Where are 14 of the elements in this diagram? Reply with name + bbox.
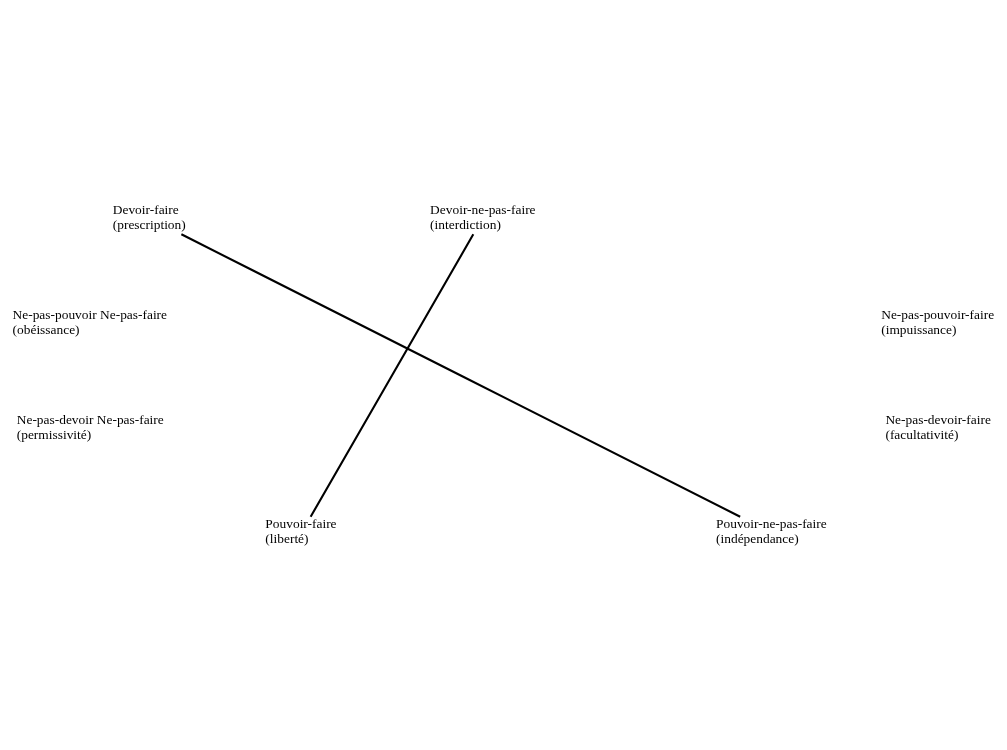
label: (permissivité)	[16, 426, 92, 442]
node-text: Pouvoir-faire (liberté)	[265, 515, 337, 546]
label: Ne-pas-devoir-faire	[885, 411, 991, 427]
connector	[180, 232, 741, 518]
label: Ne-pas-devoir Ne-pas-faire	[16, 411, 164, 427]
label: (obéissance)	[12, 321, 80, 337]
label: (impuissance)	[881, 321, 957, 337]
label: Ne-pas-pouvoir-faire	[881, 306, 995, 322]
label: Ne-pas-pouvoir Ne-pas-faire	[12, 306, 168, 322]
label: (facultativité)	[885, 426, 959, 442]
node-text: Pouvoir-ne-pas-faire (indépendance)	[716, 515, 827, 546]
node-text: Devoir-ne-pas-faire (interdiction)	[430, 201, 536, 232]
connector	[309, 233, 475, 517]
node-text: Devoir-faire (prescription)	[112, 201, 186, 232]
